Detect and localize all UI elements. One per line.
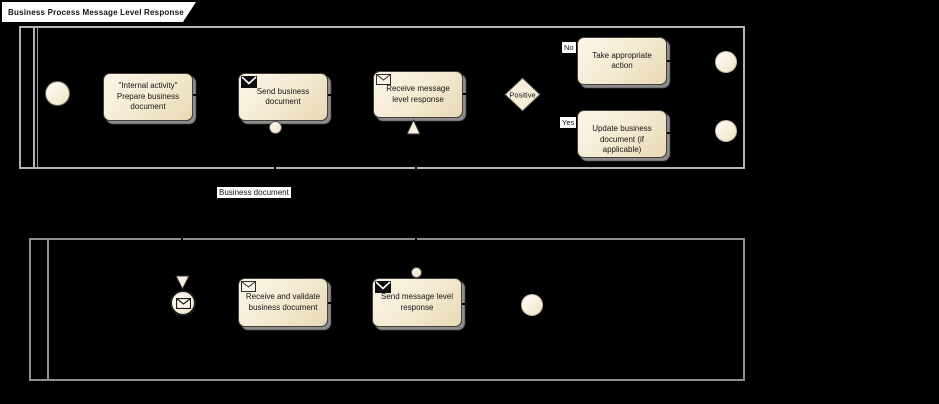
task-receive-message-level-response[interactable]: Receive message level response (373, 71, 463, 118)
message-flow-source-dot[interactable] (411, 267, 422, 278)
message-flow-label-business-document[interactable]: Business document (217, 187, 291, 198)
branch-label-yes[interactable]: Yes (560, 117, 577, 128)
task-label: Receive message level response (386, 84, 450, 104)
task-label: "Internal activity" Prepare business doc… (116, 81, 180, 112)
task-internal-activity[interactable]: "Internal activity" Prepare business doc… (103, 73, 193, 121)
seq-flow-sendresponse-to-end[interactable] (462, 303, 521, 305)
message-flow-source-dot[interactable] (269, 121, 282, 134)
message-send-icon (241, 76, 257, 88)
task-send-message-level-response[interactable]: Send message level response (372, 278, 462, 327)
gateway-label: Positive (509, 90, 536, 99)
end-event-no[interactable] (715, 51, 737, 73)
task-label: Send business document (256, 86, 310, 107)
task-label: Take appropriate action (592, 50, 652, 71)
seq-flow-yes-horizontal[interactable] (558, 132, 577, 134)
diamond-shape-icon (504, 77, 541, 112)
task-label: Send message level response (380, 292, 454, 312)
pool-responder[interactable] (29, 238, 745, 381)
seq-flow-update-to-end[interactable] (667, 132, 715, 134)
task-label: Update business document (if applicable) (592, 124, 652, 154)
lane-divider (37, 28, 38, 167)
message-icon (175, 297, 191, 309)
message-arrowhead-down-icon (175, 275, 190, 291)
end-event-yes[interactable] (715, 120, 737, 142)
task-update-business-document[interactable]: Update business document (if applicable) (577, 110, 667, 158)
message-send-icon (375, 281, 391, 293)
seq-flow-send-to-receive[interactable] (328, 94, 373, 96)
msg-flow-response[interactable] (415, 140, 417, 268)
task-take-appropriate-action[interactable]: Take appropriate action (577, 37, 667, 85)
gateway-positive[interactable]: Positive (504, 77, 541, 112)
msg-flow-business-doc-v2[interactable] (181, 193, 183, 278)
seq-flow-receive-to-sendresponse[interactable] (328, 302, 372, 304)
pool-header-divider (33, 28, 35, 167)
message-receive-icon (376, 74, 391, 85)
task-label: Receive and validate business document (245, 292, 321, 312)
task-receive-and-validate-business-document[interactable]: Receive and validate business document (238, 278, 328, 327)
seq-flow-no-horizontal[interactable] (558, 60, 577, 62)
message-receive-icon (241, 281, 256, 292)
msg-flow-business-doc-v1[interactable] (274, 134, 276, 195)
seq-flow-receive-to-gateway[interactable] (463, 93, 504, 95)
diagram-title-tab[interactable]: Business Process Message Level Response (2, 2, 196, 22)
seq-flow-msgstart-to-receive[interactable] (196, 302, 238, 304)
end-event-responder[interactable] (521, 294, 543, 316)
seq-flow-yes-vertical[interactable] (558, 93, 560, 134)
seq-flow-take-to-end[interactable] (667, 60, 715, 62)
start-event[interactable] (45, 81, 70, 106)
pool-header-divider (47, 240, 49, 379)
task-send-business-document[interactable]: Send business document (238, 73, 328, 121)
message-arrowhead-up-icon (406, 118, 421, 135)
message-start-event[interactable] (170, 290, 196, 316)
seq-flow-no-vertical[interactable] (558, 60, 560, 95)
diagram-title: Business Process Message Level Response (8, 7, 184, 17)
seq-flow-internal-to-send[interactable] (193, 94, 238, 96)
pool-initiator[interactable] (19, 26, 745, 169)
branch-label-no[interactable]: No (562, 42, 576, 53)
seq-flow-gateway-stub[interactable] (541, 93, 559, 95)
seq-flow-start-to-internal[interactable] (70, 94, 103, 96)
